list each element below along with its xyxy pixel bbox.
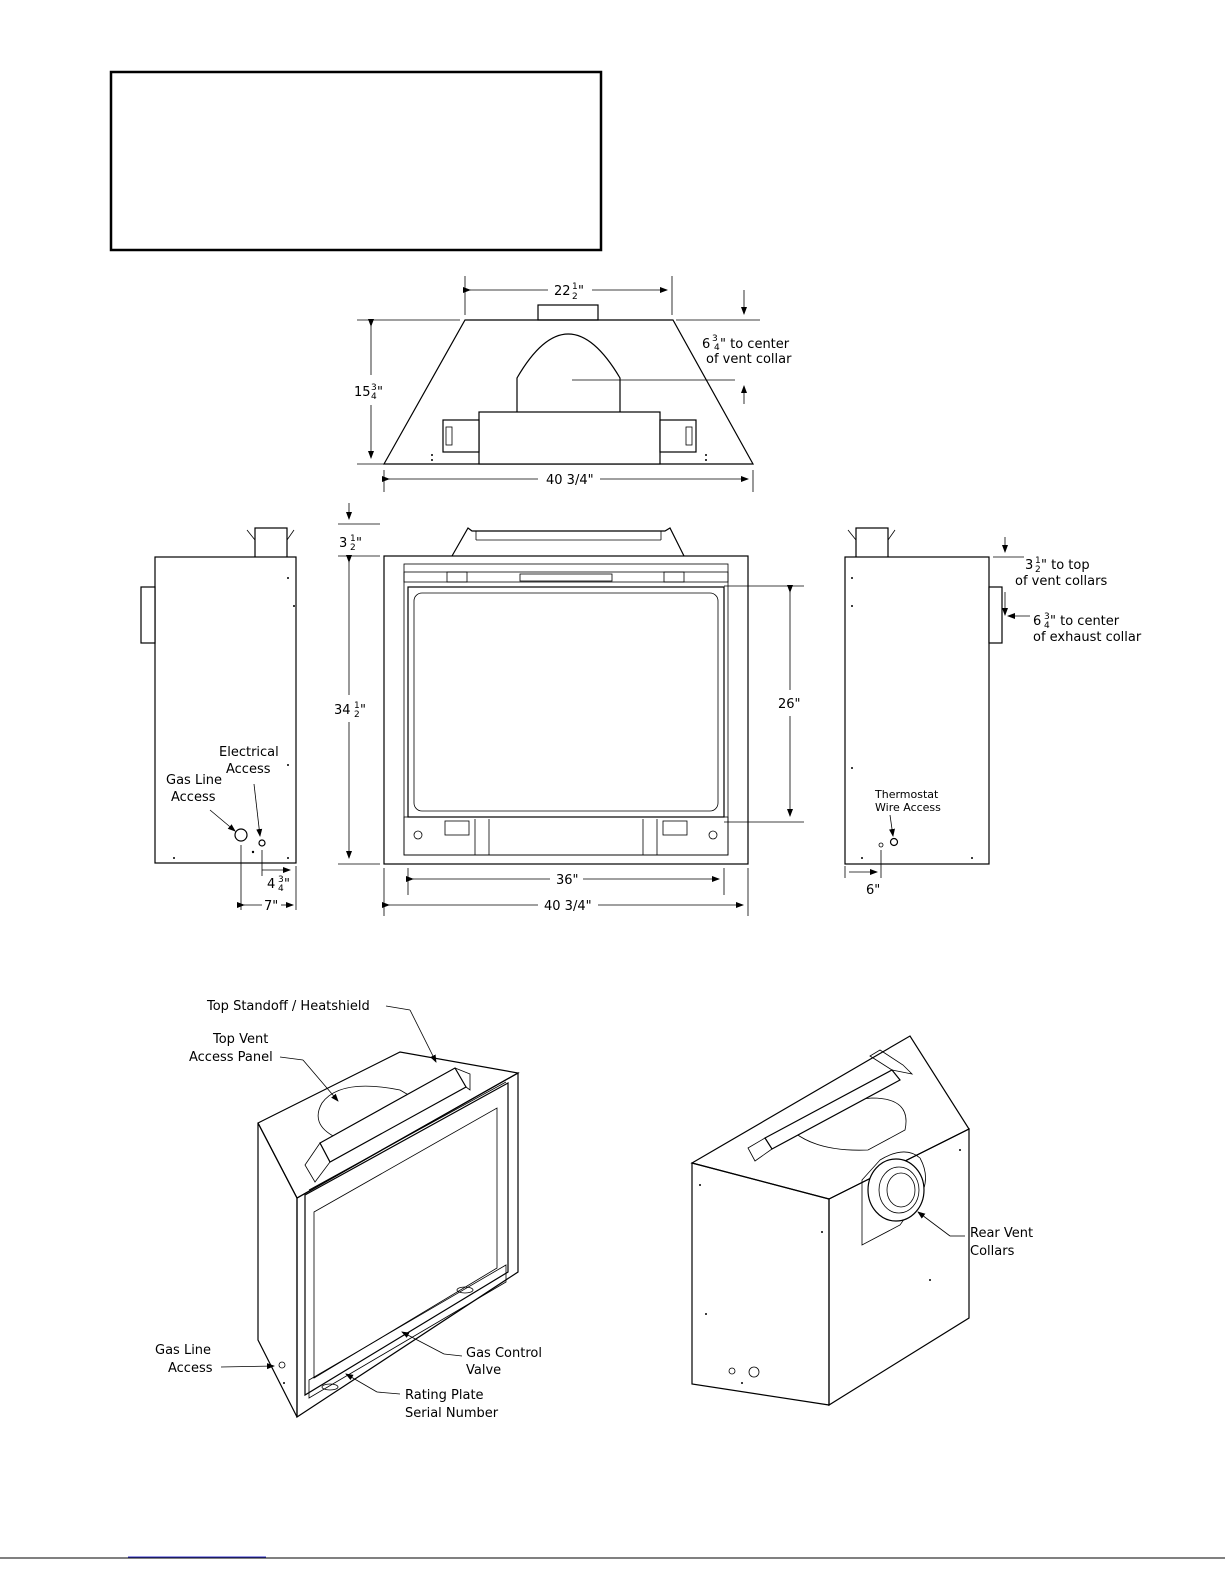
- svg-text:2: 2: [354, 710, 360, 720]
- dim-vent-top: 3: [1025, 558, 1033, 573]
- svg-text:": ": [284, 877, 290, 892]
- label-gas-control-valve: Gas Control: [466, 1346, 542, 1361]
- svg-text:": ": [578, 284, 584, 299]
- dim-6: 6": [866, 883, 880, 898]
- label-rating-plate: Rating Plate: [405, 1388, 484, 1403]
- svg-text:1: 1: [572, 282, 578, 292]
- svg-text:4: 4: [1044, 621, 1050, 631]
- dim-front-height: 34: [334, 703, 351, 718]
- label-gas-control-valve-2: Valve: [466, 1363, 501, 1378]
- dim-opening-height: 26": [778, 697, 801, 712]
- label-top-standoff: Top Standoff / Heatshield: [206, 999, 370, 1014]
- iso-rear-view: Rear Vent Collars: [690, 1035, 1033, 1407]
- dim-4-3-4: 4: [267, 877, 275, 892]
- label-gas-line-access-iso: Gas Line: [155, 1343, 211, 1358]
- label-rear-vent-collars: Rear Vent: [970, 1226, 1033, 1241]
- label-gas-line-access-left-2: Access: [171, 790, 216, 805]
- dim-overall-width: 40 3/4": [544, 899, 592, 914]
- svg-text:3: 3: [712, 334, 718, 344]
- label-thermostat-wire-access: Thermostat: [874, 788, 939, 801]
- left-side-view: Electrical Access Gas Line Access 4 34 "…: [140, 527, 297, 914]
- svg-text:1: 1: [350, 534, 356, 544]
- label-gas-line-access-left: Gas Line: [166, 773, 222, 788]
- svg-text:4: 4: [278, 884, 284, 894]
- dim-exhaust-center: 6: [1033, 614, 1041, 629]
- front-view: 3 12 " 34 12 " 26" 36" 40 3/4": [334, 503, 804, 916]
- svg-text:2: 2: [350, 543, 356, 553]
- dim-vent-top-text2: of vent collars: [1015, 574, 1107, 589]
- label-top-vent-panel-2: Access Panel: [189, 1050, 273, 1065]
- svg-text:": ": [377, 385, 383, 400]
- svg-text:4: 4: [714, 343, 720, 353]
- dim-top-width: 22: [554, 284, 571, 299]
- label-top-vent-panel: Top Vent: [212, 1032, 268, 1047]
- svg-text:": ": [360, 703, 366, 718]
- dim-opening-width: 36": [556, 873, 579, 888]
- dim-vent-center-text: " to center: [720, 337, 790, 352]
- dim-vent-center-text2: of vent collar: [706, 352, 792, 367]
- svg-text:1: 1: [1035, 556, 1041, 566]
- label-electrical-access: Electrical: [219, 745, 279, 760]
- dim-exhaust-center-text2: of exhaust collar: [1033, 630, 1142, 645]
- dim-top-depth: 15: [354, 385, 371, 400]
- header-box: [109, 70, 603, 252]
- top-view: 22 12 " 15 34 " 6 34 " to center of vent…: [354, 276, 792, 492]
- svg-text:3: 3: [371, 383, 377, 393]
- iso-front-view: Top Standoff / Heatshield Top Vent Acces…: [155, 999, 542, 1421]
- svg-text:3: 3: [278, 875, 284, 885]
- label-thermostat-wire-access-2: Wire Access: [875, 801, 941, 814]
- label-electrical-access-2: Access: [226, 762, 271, 777]
- label-gas-line-access-iso-2: Access: [168, 1361, 213, 1376]
- dim-exhaust-center-text: " to center: [1050, 614, 1120, 629]
- label-rear-vent-collars-2: Collars: [970, 1244, 1015, 1259]
- svg-text:2: 2: [1035, 565, 1041, 575]
- svg-text:": ": [356, 536, 362, 551]
- svg-text:2: 2: [572, 292, 578, 302]
- dim-7: 7": [264, 899, 278, 914]
- label-rating-plate-2: Serial Number: [405, 1406, 499, 1421]
- svg-text:3: 3: [1044, 612, 1050, 622]
- svg-text:1: 1: [354, 701, 360, 711]
- dim-top-bottom-width: 40 3/4": [546, 473, 594, 488]
- dim-vent-center: 6: [702, 337, 710, 352]
- right-side-view: 3 12 " to top of vent collars 6 34 " to …: [844, 527, 1142, 898]
- svg-text:4: 4: [371, 392, 377, 402]
- dim-vent-top-text: " to top: [1041, 558, 1090, 573]
- dim-front-top-offset: 3: [339, 536, 347, 551]
